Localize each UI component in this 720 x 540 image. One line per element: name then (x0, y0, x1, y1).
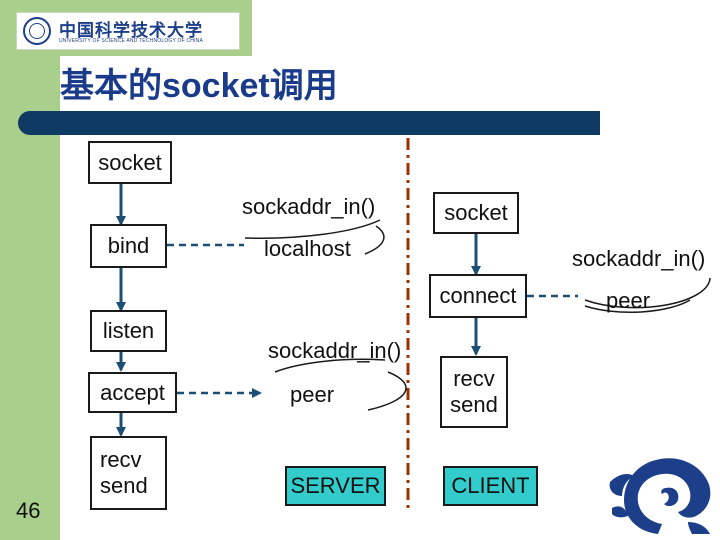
client-label: CLIENT (451, 473, 530, 498)
client-label-box: CLIENT (443, 466, 538, 506)
client-socket-label: socket (444, 200, 508, 225)
page-number: 46 (16, 498, 41, 523)
client-recv-send-box: recv send (440, 356, 508, 428)
client-socket-box: socket (433, 192, 519, 234)
logo-name-cn: 中国科学技术大学 (59, 21, 203, 41)
server-listen-box: listen (90, 310, 167, 352)
server-localhost: localhost (264, 236, 351, 261)
client-recv-label: recv (453, 366, 495, 391)
server-send-label: send (100, 473, 148, 498)
server-sockaddr-top: sockaddr_in() (242, 194, 376, 219)
arc-server-top-right (364, 225, 385, 255)
server-bind-box: bind (90, 224, 167, 268)
client-send-label: send (450, 392, 498, 417)
client-connect-box: connect (429, 274, 527, 318)
server-recv-label: recv (100, 447, 142, 472)
logo-name-en: UNIVERSITY OF SCIENCE AND TECHNOLOGY OF … (59, 38, 204, 44)
arc-server-mid-right (367, 371, 407, 411)
server-socket-box: socket (88, 141, 172, 184)
server-accept-label: accept (100, 379, 165, 405)
server-accept-box: accept (88, 372, 177, 413)
slide-title: 基本的socket调用 (60, 67, 338, 105)
server-bind-label: bind (107, 233, 150, 258)
arc-server-mid (274, 358, 386, 373)
arc-client-right (584, 277, 711, 309)
client-connect-label: connect (439, 283, 517, 308)
server-label-box: SERVER (285, 466, 386, 506)
server-listen-label: listen (102, 318, 155, 343)
server-label: SERVER (290, 473, 381, 498)
client-peer: peer (606, 288, 651, 313)
university-logo: 中国科学技术大学 UNIVERSITY OF SCIENCE AND TECHN… (16, 12, 240, 50)
server-recv-send-box: recv send (90, 436, 167, 510)
server-sockaddr-mid: sockaddr_in() (268, 338, 402, 363)
arc-client-right-lower (584, 299, 691, 313)
server-peer: peer (290, 382, 335, 407)
server-socket-label: socket (98, 149, 162, 175)
client-sockaddr: sockaddr_in() (572, 246, 706, 271)
title-underline-bar (18, 111, 600, 135)
university-seal-icon (23, 17, 51, 45)
logo-panel: 中国科学技术大学 UNIVERSITY OF SCIENCE AND TECHN… (0, 0, 252, 56)
dragon-emblem-icon (609, 458, 711, 534)
arc-server-top (244, 219, 381, 239)
sidebar-band (0, 0, 60, 540)
